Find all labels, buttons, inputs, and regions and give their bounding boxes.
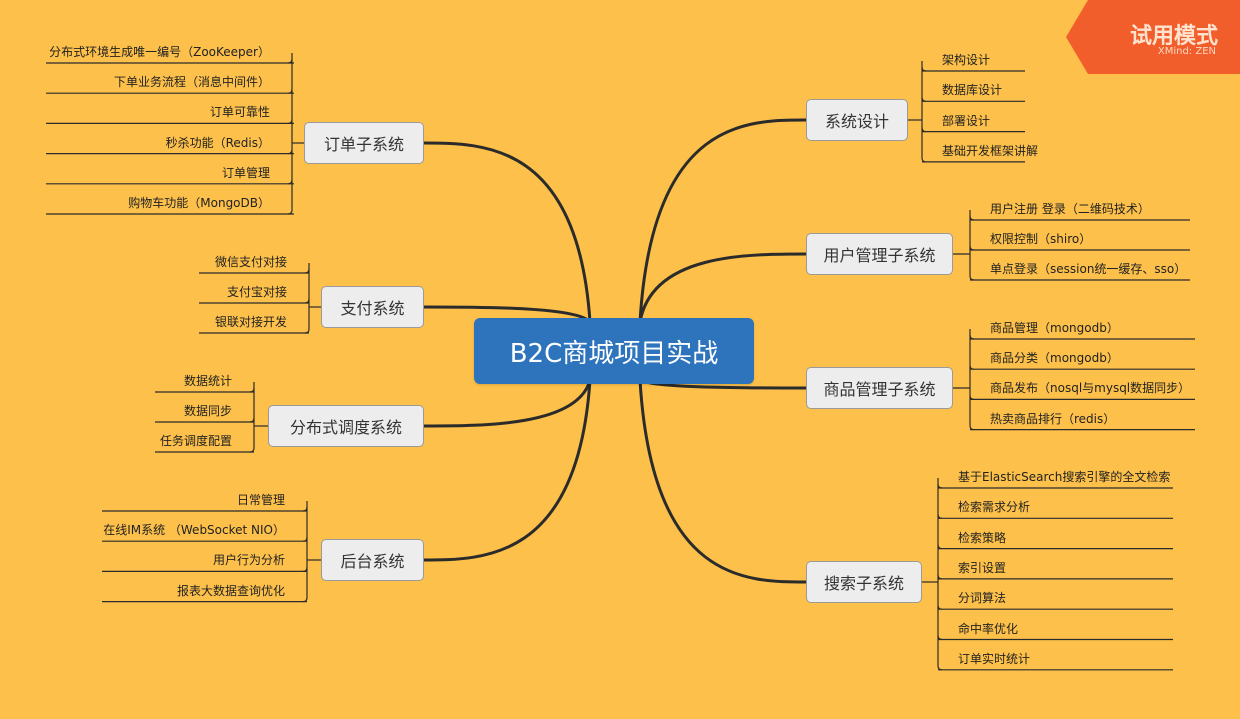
bracket-tick-order-1 xyxy=(287,89,293,94)
subtopic-user-2[interactable]: 单点登录（session统一缓存、sso） xyxy=(990,262,1187,276)
central-topic[interactable]: B2C商城项目实战 xyxy=(474,318,754,384)
badge-shape xyxy=(1066,0,1240,74)
bracket-tick-search-3 xyxy=(937,574,943,580)
bracket-tick-pay-0 xyxy=(304,268,310,274)
topic-search[interactable]: 搜索子系统 xyxy=(806,561,922,603)
connector-design xyxy=(638,118,807,323)
bracket-tick-order-0 xyxy=(287,58,293,64)
subtopic-search-5[interactable]: 命中率优化 xyxy=(958,621,1019,636)
subtopic-order-3[interactable]: 秒杀功能（Redis） xyxy=(165,135,270,150)
subtopic-admin-1[interactable]: 在线IM系统 （WebSocket NIO） xyxy=(103,523,285,538)
bracket-design xyxy=(921,61,927,163)
connector-admin xyxy=(423,379,592,562)
subtopic-sched-1[interactable]: 数据同步 xyxy=(183,404,232,418)
bracket-tick-search-0 xyxy=(937,483,943,489)
subtopic-search-2[interactable]: 检索策略 xyxy=(958,530,1007,545)
subtopic-admin-2[interactable]: 用户行为分析 xyxy=(212,553,285,568)
subtopic-design-1[interactable]: 数据库设计 xyxy=(942,83,1003,98)
subtopic-design-2[interactable]: 部署设计 xyxy=(942,113,991,128)
bracket-tick-order-4 xyxy=(287,179,293,185)
topic-design[interactable]: 系统设计 xyxy=(806,99,908,141)
subtopic-design-3[interactable]: 基础开发框架讲解 xyxy=(942,143,1039,158)
bracket-tick-goods-1 xyxy=(969,365,975,370)
connector-user xyxy=(638,252,807,323)
connector-pay xyxy=(423,305,592,324)
topic-goods[interactable]: 商品管理子系统 xyxy=(806,367,953,409)
subtopic-pay-0[interactable]: 微信支付对接 xyxy=(214,255,287,269)
subtopic-search-4[interactable]: 分词算法 xyxy=(958,591,1007,606)
subtopic-search-6[interactable]: 订单实时统计 xyxy=(958,651,1031,666)
bracket-tick-admin-2 xyxy=(302,567,308,572)
badge-subtitle: XMind: ZEN xyxy=(1157,46,1216,57)
topic-order[interactable]: 订单子系统 xyxy=(304,122,424,164)
bracket-tick-order-3 xyxy=(287,149,293,155)
subtopic-goods-0[interactable]: 商品管理（mongodb） xyxy=(990,321,1119,335)
subtopic-goods-2[interactable]: 商品发布（nosql与mysql数据同步） xyxy=(990,381,1191,396)
bracket-order xyxy=(287,53,293,215)
topic-sched[interactable]: 分布式调度系统 xyxy=(268,405,424,447)
badge-title: 试用模式 xyxy=(1129,24,1218,49)
subtopic-pay-2[interactable]: 银联对接开发 xyxy=(214,315,287,329)
bracket-tick-user-1 xyxy=(969,245,975,251)
bracket-tick-sched-1 xyxy=(249,417,255,423)
subtopic-order-1[interactable]: 下单业务流程（消息中间件） xyxy=(113,75,270,90)
subtopic-search-3[interactable]: 索引设置 xyxy=(958,560,1007,575)
subtopic-user-0[interactable]: 用户注册 登录（二维码技术） xyxy=(990,202,1150,216)
subtopic-admin-3[interactable]: 报表大数据查询优化 xyxy=(176,583,285,598)
bracket-tick-sched-0 xyxy=(249,387,255,393)
subtopic-sched-0[interactable]: 数据统计 xyxy=(183,374,232,388)
bracket-tick-search-2 xyxy=(937,544,943,550)
connector-search xyxy=(638,379,807,584)
trial-mode-badge: 试用模式 XMind: ZEN xyxy=(1066,0,1240,74)
bracket-tick-design-0 xyxy=(921,66,927,72)
connector-order xyxy=(423,141,592,323)
subtopic-order-5[interactable]: 购物车功能（MongoDB） xyxy=(128,196,270,210)
bracket-tick-pay-1 xyxy=(304,298,310,304)
subtopic-admin-0[interactable]: 日常管理 xyxy=(236,493,285,507)
bracket-tick-admin-0 xyxy=(302,506,308,512)
bracket-tick-goods-0 xyxy=(969,334,975,340)
subtopic-goods-3[interactable]: 热卖商品排行（redis） xyxy=(990,411,1116,426)
subtopic-order-2[interactable]: 订单可靠性 xyxy=(209,105,270,120)
bracket-tick-search-5 xyxy=(937,635,943,641)
topic-user[interactable]: 用户管理子系统 xyxy=(806,233,953,275)
connector-sched xyxy=(423,379,592,428)
topic-pay[interactable]: 支付系统 xyxy=(321,286,424,328)
subtopic-sched-2[interactable]: 任务调度配置 xyxy=(159,434,232,448)
bracket-tick-search-4 xyxy=(937,605,943,610)
bracket-admin xyxy=(302,501,308,603)
bracket-tick-search-1 xyxy=(937,514,943,519)
bracket-tick-admin-1 xyxy=(302,537,308,542)
subtopic-goods-1[interactable]: 商品分类（mongodb） xyxy=(990,351,1119,366)
subtopic-search-0[interactable]: 基于ElasticSearch搜索引擎的全文检索 xyxy=(958,470,1171,484)
bracket-tick-design-2 xyxy=(921,127,927,133)
bracket-tick-order-2 xyxy=(287,119,293,124)
subtopic-design-0[interactable]: 架构设计 xyxy=(942,53,991,67)
subtopic-search-1[interactable]: 检索需求分析 xyxy=(958,500,1031,515)
bracket-tick-design-1 xyxy=(921,97,927,102)
topic-admin[interactable]: 后台系统 xyxy=(321,539,424,581)
subtopic-pay-1[interactable]: 支付宝对接 xyxy=(226,285,287,299)
subtopic-order-0[interactable]: 分布式环境生成唯一编号（ZooKeeper） xyxy=(49,45,270,59)
bracket-goods xyxy=(969,329,975,431)
subtopic-order-4[interactable]: 订单管理 xyxy=(221,165,270,180)
subtopic-user-1[interactable]: 权限控制（shiro） xyxy=(990,232,1092,246)
bracket-search xyxy=(937,478,943,671)
bracket-tick-goods-2 xyxy=(969,395,975,400)
bracket-tick-user-0 xyxy=(969,215,975,221)
